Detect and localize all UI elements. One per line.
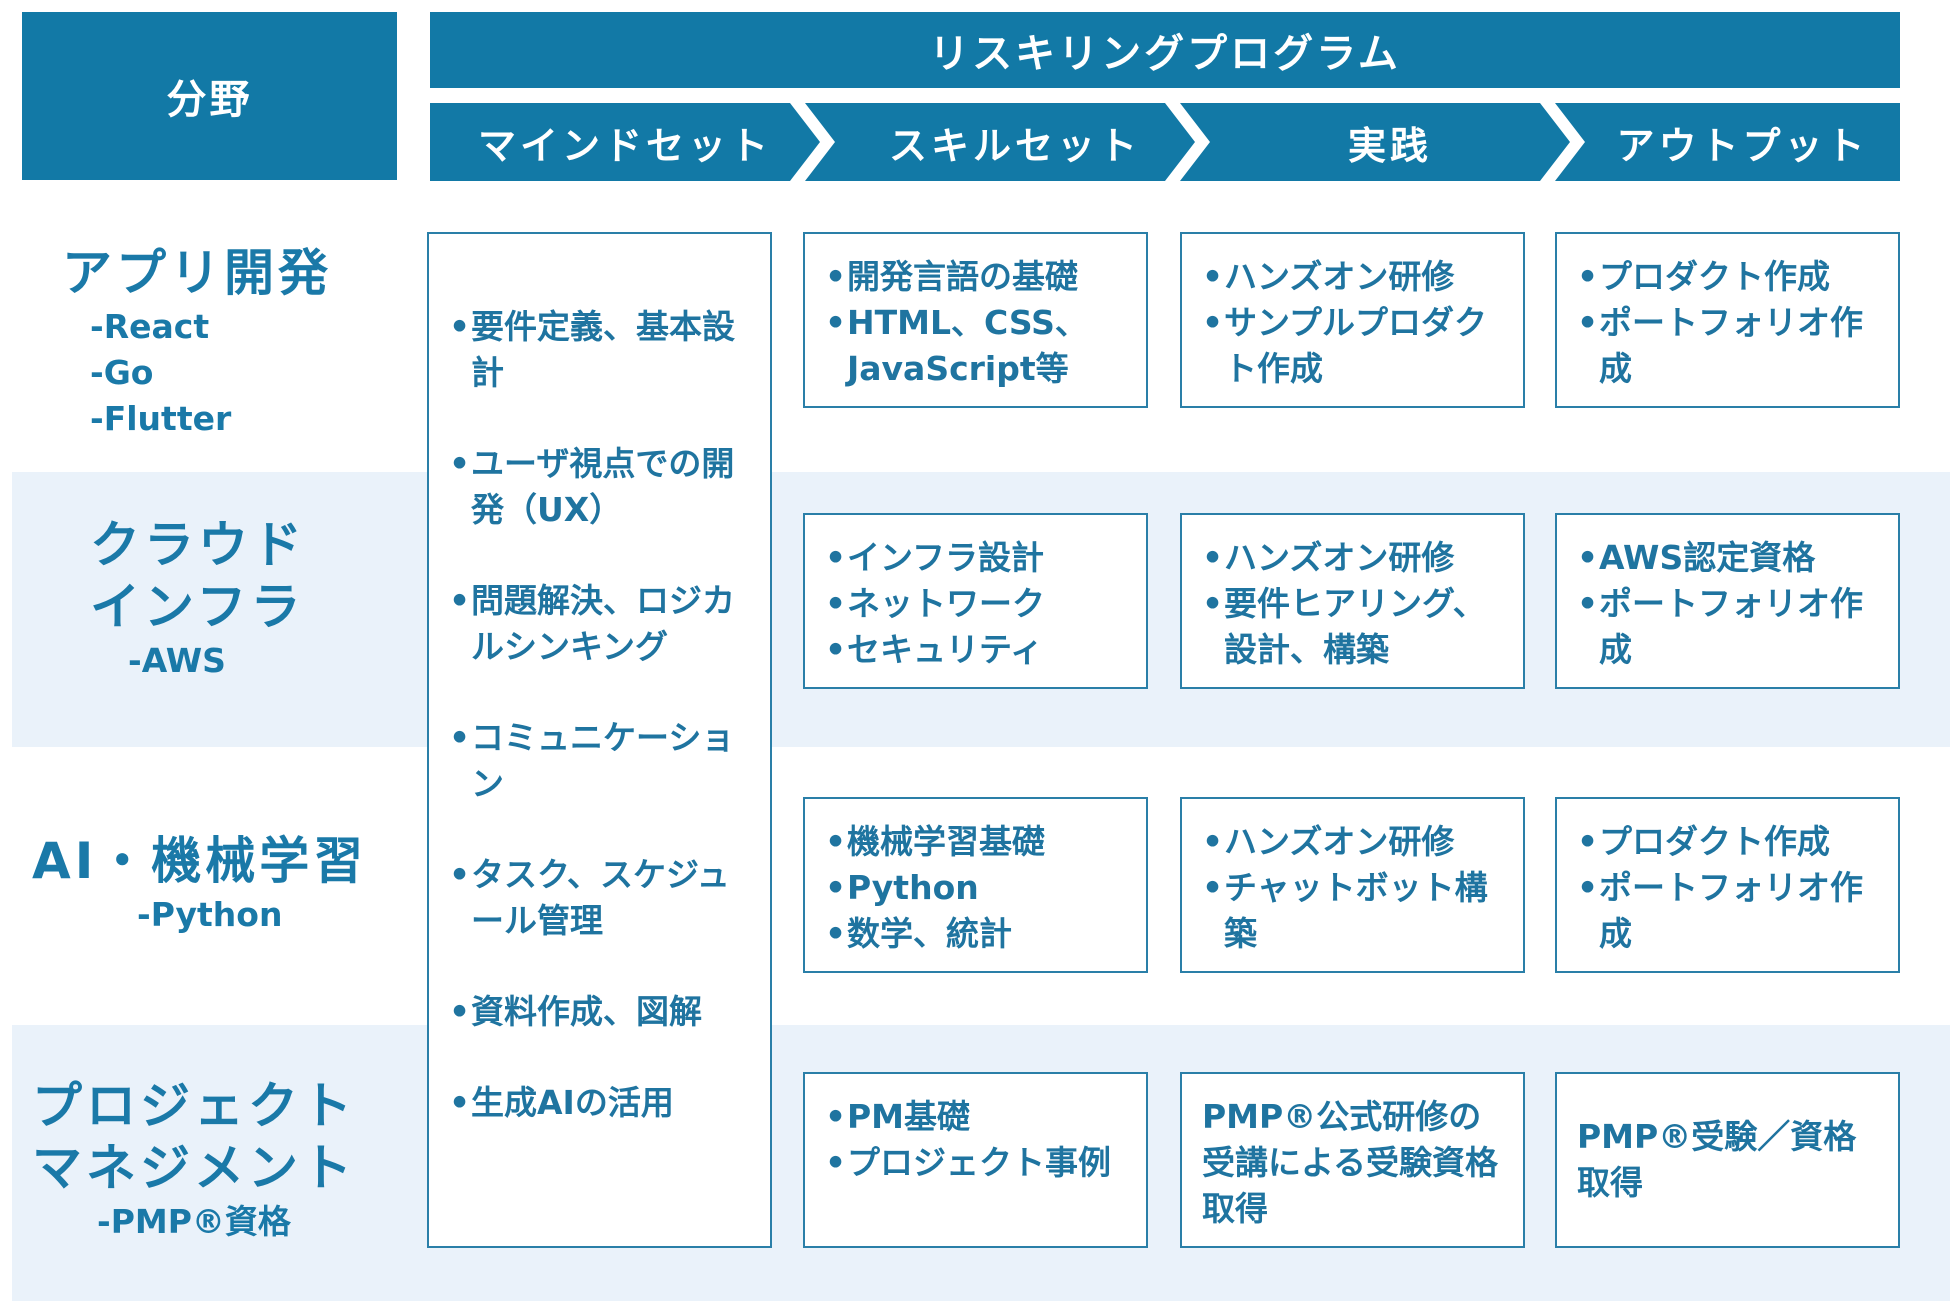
program-title: リスキリングプログラム xyxy=(929,31,1401,77)
stage-label-skillset: スキルセット xyxy=(888,123,1141,168)
cell-ai-output: プロダクト作成 ポートフォリオ作成 xyxy=(1555,797,1900,973)
mindset-item: 問題解決、ロジカルシンキング xyxy=(449,578,760,670)
field-name: プロジェクト xyxy=(32,1077,356,1135)
mindset-item: 要件定義、基本設計 xyxy=(449,304,760,396)
cell-ai-skillset: 機械学習基礎 Python 数学、統計 xyxy=(803,797,1148,973)
cell-item: ハンズオン研修 xyxy=(1202,535,1511,581)
cell-cloud-output: AWS認定資格 ポートフォリオ作成 xyxy=(1555,513,1900,689)
mindset-item: タスク、スケジュール管理 xyxy=(449,852,760,944)
field-name: アプリ開発 xyxy=(62,244,332,302)
field-name: インフラ xyxy=(90,578,305,636)
field-name: AI・機械学習 xyxy=(32,832,368,890)
field-sub: -AWS xyxy=(128,641,226,680)
cell-item: サンプルプロダクト作成 xyxy=(1202,300,1511,392)
cell-pm-output: PMP®受験／資格取得 xyxy=(1555,1072,1900,1248)
mindset-item: コミュニケーション xyxy=(449,715,760,807)
cell-item: Python xyxy=(825,865,1134,911)
cell-item: ハンズオン研修 xyxy=(1202,254,1511,300)
cell-item: PM基礎 xyxy=(825,1094,1134,1140)
cell-item: セキュリティ xyxy=(825,627,1134,673)
cell-item: プロダクト作成 xyxy=(1577,819,1886,865)
field-name: クラウド xyxy=(90,516,306,574)
field-sub: -Flutter xyxy=(90,399,232,438)
cell-item: チャットボット構築 xyxy=(1202,865,1511,957)
cell-item: ネットワーク xyxy=(825,581,1134,627)
cell-item: 要件ヒアリング、設計、構築 xyxy=(1202,581,1511,673)
cell-item: プロダクト作成 xyxy=(1577,254,1886,300)
cell-item: HTML、CSS、JavaScript等 xyxy=(825,300,1134,392)
cell-item: 数学、統計 xyxy=(825,911,1134,957)
field-app-dev: アプリ開発 -React -Go -Flutter xyxy=(62,242,392,442)
cell-item: インフラ設計 xyxy=(825,535,1134,581)
mindset-item: ユーザ視点での開発（UX） xyxy=(449,441,760,533)
cell-pm-skillset: PM基礎 プロジェクト事例 xyxy=(803,1072,1148,1248)
stage-label-output: アウトプット xyxy=(1616,123,1869,168)
cell-app-output: プロダクト作成 ポートフォリオ作成 xyxy=(1555,232,1900,408)
mindset-item: 生成AIの活用 xyxy=(449,1080,760,1126)
stage-label-practice: 実践 xyxy=(1347,123,1432,168)
cell-text: PMP®受験／資格取得 xyxy=(1577,1117,1857,1202)
field-cloud-infra: クラウド インフラ -AWS xyxy=(90,514,410,684)
cell-item: ポートフォリオ作成 xyxy=(1577,865,1886,957)
cell-pm-practice: PMP®公式研修の受講による受験資格取得 xyxy=(1180,1072,1525,1248)
field-sub: -Python xyxy=(137,895,283,934)
cell-item: 機械学習基礎 xyxy=(825,819,1134,865)
cell-item: プロジェクト事例 xyxy=(825,1140,1134,1186)
cell-text: PMP®公式研修の受講による受験資格取得 xyxy=(1202,1097,1499,1228)
cell-app-practice: ハンズオン研修 サンプルプロダクト作成 xyxy=(1180,232,1525,408)
field-header-label: 分野 xyxy=(166,77,253,123)
cell-cloud-skillset: インフラ設計 ネットワーク セキュリティ xyxy=(803,513,1148,689)
stage-label-mindset: マインドセット xyxy=(477,123,772,168)
cell-item: AWS認定資格 xyxy=(1577,535,1886,581)
field-sub: -React xyxy=(90,307,210,346)
cell-item: ポートフォリオ作成 xyxy=(1577,581,1886,673)
field-sub: -PMP®資格 xyxy=(97,1202,291,1241)
field-header: 分野 xyxy=(22,12,397,180)
cell-app-skillset: 開発言語の基礎 HTML、CSS、JavaScript等 xyxy=(803,232,1148,408)
field-sub: -Go xyxy=(90,353,154,392)
cell-item: ポートフォリオ作成 xyxy=(1577,300,1886,392)
field-project-management: プロジェクト マネジメント -PMP®資格 xyxy=(32,1075,412,1245)
cell-item: ハンズオン研修 xyxy=(1202,819,1511,865)
cell-cloud-practice: ハンズオン研修 要件ヒアリング、設計、構築 xyxy=(1180,513,1525,689)
cell-item: 開発言語の基礎 xyxy=(825,254,1134,300)
field-ai-ml: AI・機械学習 -Python xyxy=(32,830,412,938)
field-name: マネジメント xyxy=(32,1139,356,1197)
program-title-bar: リスキリングプログラム xyxy=(430,12,1900,88)
cell-ai-practice: ハンズオン研修 チャットボット構築 xyxy=(1180,797,1525,973)
mindset-item: 資料作成、図解 xyxy=(449,989,760,1035)
mindset-column: 要件定義、基本設計 ユーザ視点での開発（UX） 問題解決、ロジカルシンキング コ… xyxy=(427,232,772,1248)
